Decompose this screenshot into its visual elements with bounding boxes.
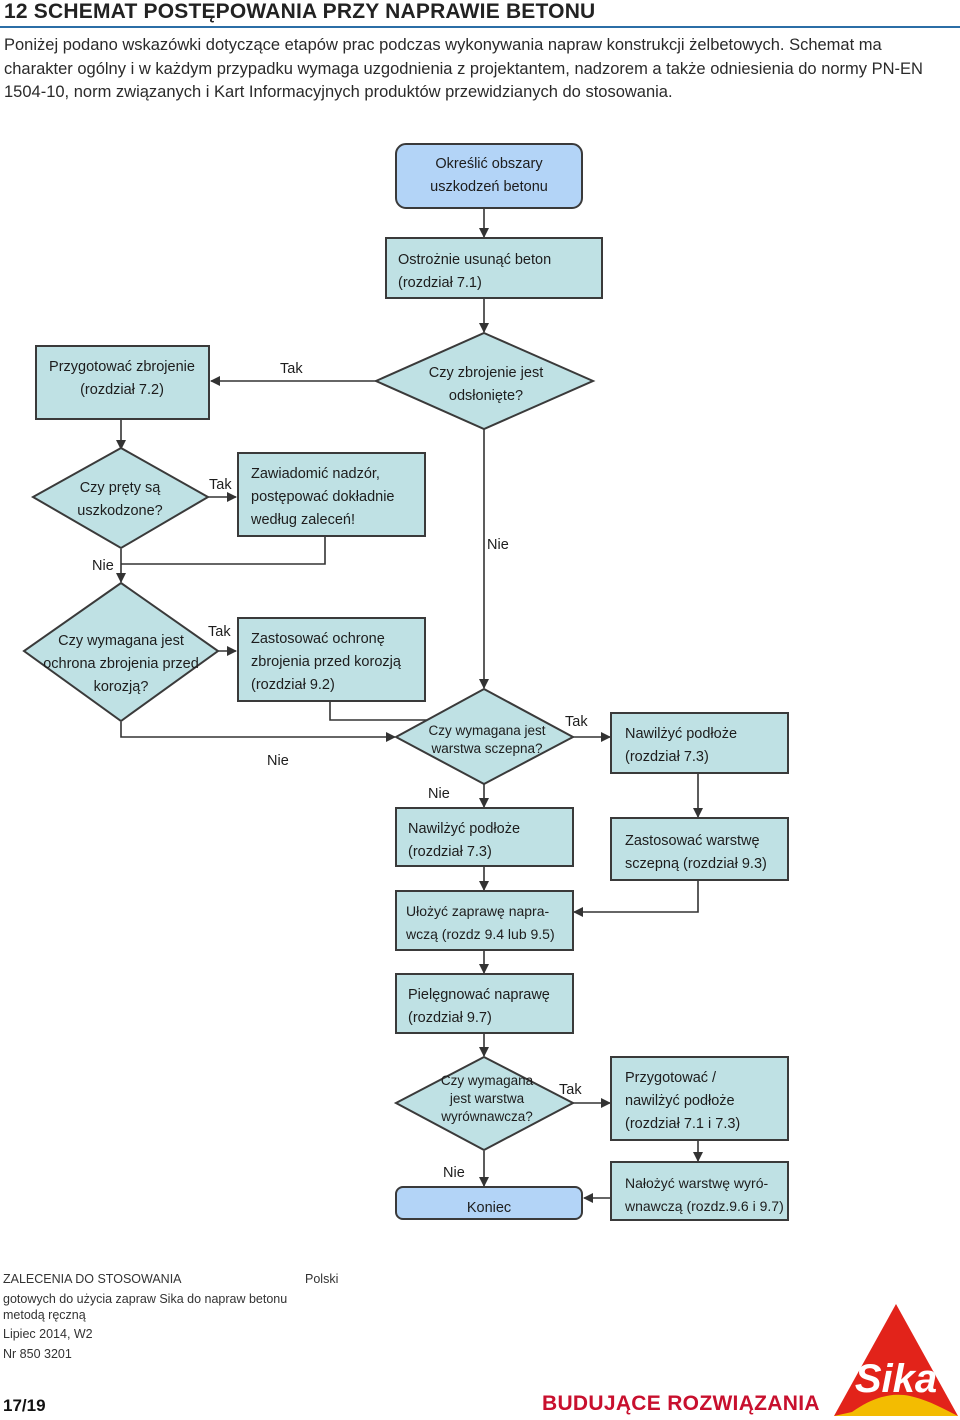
end-box <box>395 1186 583 1220</box>
wet-right-line-1: Nawilżyć podłoże <box>625 726 737 742</box>
apply-protection-line-1: Zastosować ochronę <box>251 631 385 647</box>
notify-line-3: według zaleceń! <box>250 512 355 528</box>
wet-middle-line-1: Nawilżyć podłoże <box>408 821 520 837</box>
notify-box <box>237 452 426 537</box>
label-damaged-no: Nie <box>92 558 114 574</box>
remove-box <box>385 237 603 299</box>
apply-bond-line-1: Zastosować warstwę <box>625 833 760 849</box>
prep-rebar-box <box>35 345 210 420</box>
start-line-2: uszkodzeń betonu <box>430 179 548 195</box>
footer-line-3: metodą ręczną <box>3 1308 86 1322</box>
arrow-protection-no <box>120 722 396 742</box>
title-bar: 12 SCHEMAT POSTĘPOWANIA PRZY NAPRAWIE BE… <box>0 0 960 28</box>
apply-bond-box <box>610 817 789 881</box>
page-title: 12 SCHEMAT POSTĘPOWANIA PRZY NAPRAWIE BE… <box>4 0 596 23</box>
start-box <box>395 143 583 209</box>
brand-slogan: BUDUJĄCE ROZWIĄZANIA <box>542 1392 820 1415</box>
connectors <box>116 208 703 1203</box>
label-bond-no: Nie <box>428 786 450 802</box>
branch-labels: Tak Tak Nie Nie Tak Nie Tak Nie Tak Nie <box>92 361 588 1181</box>
level-line-2: jest warstwa <box>449 1091 525 1106</box>
exposed-line-2: odsłonięte? <box>449 388 523 404</box>
prep-wet-line-3: (rozdział 7.1 i 7.3) <box>625 1116 740 1132</box>
damaged-diamond <box>30 446 211 550</box>
prep-wet-box <box>610 1056 789 1141</box>
remove-line-2: (rozdział 7.1) <box>398 275 482 291</box>
logo-wordmark: Sika <box>855 1357 937 1401</box>
label-exposed-yes: Tak <box>280 361 303 377</box>
label-damaged-yes: Tak <box>209 477 232 493</box>
apply-level-line-2: wnawczą (rozdz.9.6 i 9.7) <box>624 1198 784 1214</box>
wet-middle-line-2: (rozdział 7.3) <box>408 844 492 860</box>
apply-level-line-1: Nałożyć warstwę wyró- <box>625 1175 768 1191</box>
end-label: Koniec <box>467 1200 511 1216</box>
level-line-1: Czy wymagana <box>441 1073 534 1088</box>
shape-texts: Określić obszary uszkodzeń betonu Ostroż… <box>43 156 784 1216</box>
footer-language: Polski <box>305 1272 339 1286</box>
page-number: 17/19 <box>3 1396 46 1415</box>
label-protection-yes: Tak <box>208 624 231 640</box>
apply-protection-line-3: (rozdział 9.2) <box>251 677 335 693</box>
bond-line-2: warstwa sczepna? <box>430 741 542 756</box>
exposed-line-1: Czy zbrojenie jest <box>429 365 543 381</box>
label-level-yes: Tak <box>559 1082 582 1098</box>
label-protection-no: Nie <box>267 753 289 769</box>
lay-repair-line-1: Ułożyć zaprawę napra- <box>406 903 550 919</box>
wet-box-right <box>610 712 789 774</box>
bond-line-1: Czy wymagana jest <box>428 723 545 738</box>
wet-box-middle <box>395 807 574 867</box>
footer-date: Lipiec 2014, W2 <box>3 1327 93 1341</box>
arrow-bond-to-lay <box>573 880 699 917</box>
flowchart: Określić obszary uszkodzeń betonu Ostroż… <box>22 143 789 1221</box>
cure-line-1: Pielęgnować naprawę <box>408 987 550 1003</box>
wet-right-line-2: (rozdział 7.3) <box>625 749 709 765</box>
protection-line-1: Czy wymagana jest <box>58 633 184 649</box>
remove-line-1: Ostrożnie usunąć beton <box>398 252 551 268</box>
bond-diamond <box>393 687 576 786</box>
notify-line-2: postępować dokładnie <box>251 489 395 505</box>
label-exposed-no: Nie <box>487 537 509 553</box>
lay-repair-box <box>395 890 574 951</box>
lay-repair-line-2: wczą (rozdz 9.4 lub 9.5) <box>405 926 555 942</box>
apply-bond-line-2: sczepną (rozdział 9.3) <box>625 856 767 872</box>
intro-paragraph: Poniżej podano wskazówki dotyczące etapó… <box>4 36 923 101</box>
exposed-diamond <box>373 331 596 431</box>
prep-rebar-line-2: (rozdział 7.2) <box>80 382 164 398</box>
cure-box <box>395 973 574 1034</box>
footer-doc-type: ZALECENIA DO STOSOWANIA <box>3 1272 182 1286</box>
apply-protection-line-2: zbrojenia przed korozją <box>251 654 402 670</box>
footer-number: Nr 850 3201 <box>3 1347 72 1361</box>
label-level-no: Nie <box>443 1165 465 1181</box>
shapes <box>22 143 789 1221</box>
notify-line-1: Zawiadomić nadzór, <box>251 466 380 482</box>
prep-wet-line-2: nawilżyć podłoże <box>625 1093 735 1109</box>
cure-line-2: (rozdział 9.7) <box>408 1010 492 1026</box>
damaged-line-2: uszkodzone? <box>77 503 162 519</box>
apply-protection-box <box>237 617 426 702</box>
label-bond-yes: Tak <box>565 714 588 730</box>
line-notify-return <box>121 537 326 565</box>
prep-rebar-line-1: Przygotować zbrojenie <box>49 359 195 375</box>
footer-line-2: gotowych do użycia zapraw Sika do napraw… <box>3 1292 288 1306</box>
apply-level-box <box>610 1161 789 1221</box>
level-line-3: wyrównawcza? <box>440 1109 533 1124</box>
prep-wet-line-1: Przygotować / <box>625 1070 717 1086</box>
level-diamond <box>393 1055 576 1152</box>
protection-line-2: ochrona zbrojenia przed <box>43 656 199 672</box>
protection-line-3: korozją? <box>94 679 149 695</box>
sika-logo-icon: Sika <box>834 1304 958 1416</box>
start-line-1: Określić obszary <box>435 156 543 172</box>
damaged-line-1: Czy pręty są <box>80 480 162 496</box>
protection-diamond <box>22 581 220 723</box>
